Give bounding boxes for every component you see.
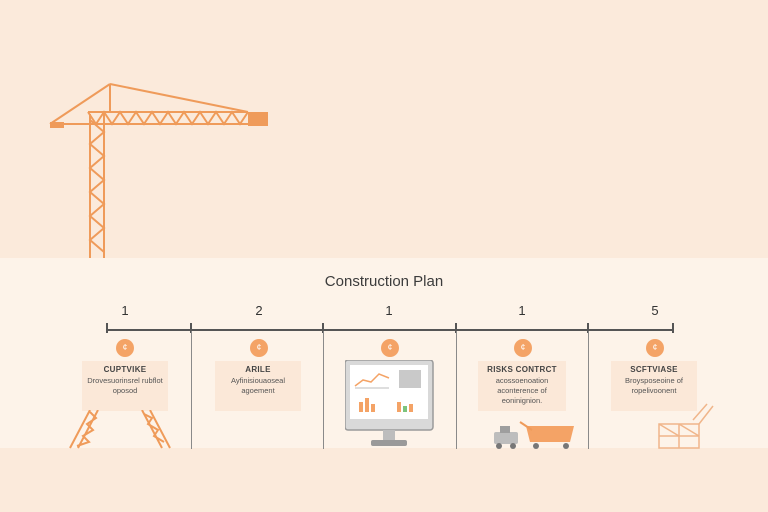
column-divider [323, 331, 324, 449]
step-card: CUPTVIKE Drovesuorinsrel rubflot oposod [82, 361, 168, 411]
crane-icon [49, 83, 268, 258]
step-number: 1 [518, 303, 526, 318]
sky-background [0, 0, 768, 258]
timeline-tick [190, 323, 192, 333]
timeline-axis [106, 329, 674, 331]
timeline-tick [455, 323, 457, 333]
column-divider [191, 331, 192, 449]
step-card-title: RISKS CONTRCT [487, 365, 557, 374]
step-card-text: acossoenoation aconterence of eoninignio… [495, 376, 549, 405]
step-marker: ¢ [381, 339, 399, 357]
timeline-tick [587, 323, 589, 333]
support-frame-icon [69, 410, 171, 449]
page-title: Construction Plan [324, 273, 444, 290]
step-card-title: SCFTVIASE [630, 365, 678, 374]
timeline-tick [672, 323, 674, 333]
step-card-title: CUPTVIKE [103, 365, 147, 374]
step-marker: ¢ [646, 339, 664, 357]
step-number: 1 [121, 303, 129, 318]
step-marker: ¢ [514, 339, 532, 357]
step-marker: ¢ [250, 339, 268, 357]
timeline-tick [322, 323, 324, 333]
monitor-chart-icon [345, 360, 434, 446]
step-number: 5 [651, 303, 659, 318]
step-card: RISKS CONTRCT acossoenoation aconterence… [478, 361, 566, 411]
truck-icon [494, 421, 574, 449]
step-card-title: ARILE [245, 365, 271, 374]
column-divider [588, 331, 589, 449]
scaffold-crane-icon [658, 403, 714, 449]
step-number: 2 [255, 303, 263, 318]
step-card-text: Drovesuorinsrel rubflot oposod [87, 376, 163, 395]
timeline-tick [106, 323, 108, 333]
ground-strip [0, 448, 768, 512]
step-marker: ¢ [116, 339, 134, 357]
step-card: ARILE Ayfinisiouaoseal agoement [215, 361, 301, 411]
step-number: 1 [385, 303, 393, 318]
step-card-text: Broysposeoine of ropelivoonent [625, 376, 683, 395]
step-card-text: Ayfinisiouaoseal agoement [230, 376, 286, 395]
column-divider [456, 331, 457, 449]
step-card: SCFTVIASE Broysposeoine of ropelivoonent [611, 361, 697, 411]
